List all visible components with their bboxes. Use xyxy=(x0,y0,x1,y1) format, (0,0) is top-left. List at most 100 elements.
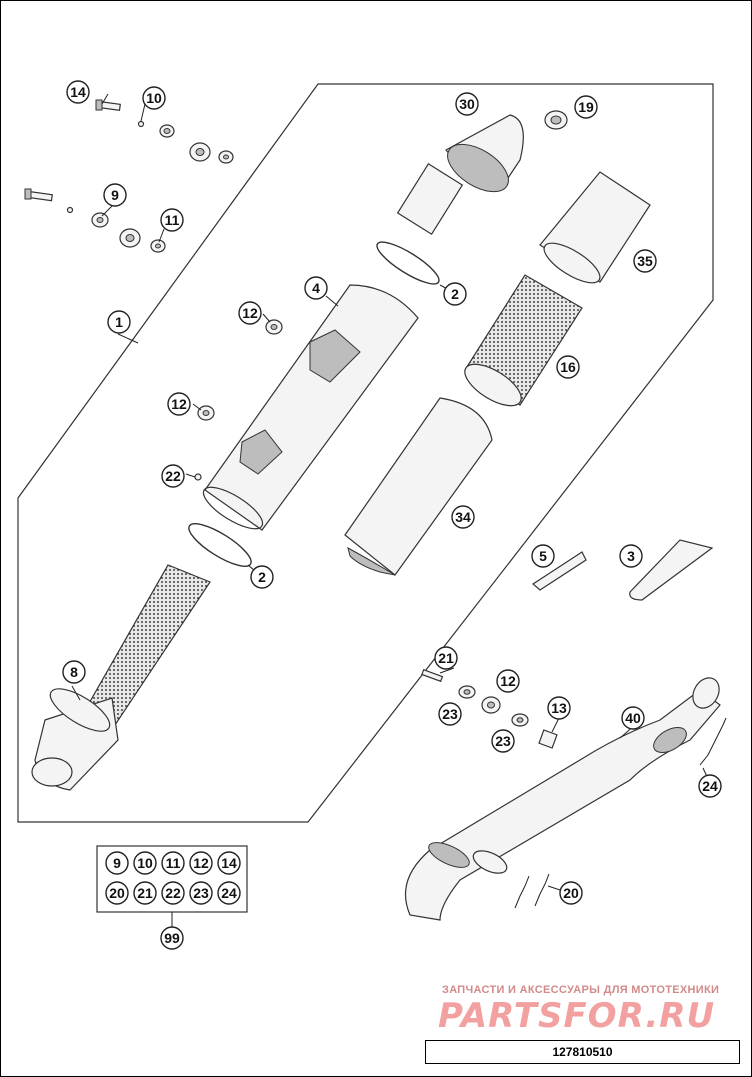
rubber-grommet-top xyxy=(189,142,211,162)
svg-text:99: 99 xyxy=(164,930,180,946)
washer-23b xyxy=(511,713,529,727)
svg-text:12: 12 xyxy=(193,855,209,871)
spring-24 xyxy=(699,717,727,766)
svg-text:20: 20 xyxy=(563,885,579,901)
spring-20b xyxy=(534,873,550,907)
svg-text:3: 3 xyxy=(627,548,635,564)
nut-11 xyxy=(150,239,166,253)
grommet-12c xyxy=(481,696,501,714)
kit-callout-21: 21 xyxy=(133,881,157,905)
mesh-insert-16 xyxy=(464,274,583,407)
callout-13: 13 xyxy=(547,696,571,720)
callout-23b: 23 xyxy=(491,729,515,753)
bolt-14 xyxy=(95,99,121,112)
svg-text:21: 21 xyxy=(438,650,454,666)
svg-text:34: 34 xyxy=(455,509,471,525)
nut-top xyxy=(218,150,234,164)
callout-1: 1 xyxy=(107,310,131,334)
kit-callout-20: 20 xyxy=(105,881,129,905)
callout-21: 21 xyxy=(434,646,458,670)
callout-35: 35 xyxy=(633,249,657,273)
svg-text:23: 23 xyxy=(193,885,209,901)
callout-12c: 12 xyxy=(496,669,520,693)
kit-callout-11: 11 xyxy=(161,851,185,875)
gasket-2-bottom xyxy=(188,523,252,567)
svg-text:24: 24 xyxy=(221,885,237,901)
svg-text:23: 23 xyxy=(442,706,458,722)
callout-40: 40 xyxy=(621,706,645,730)
svg-text:8: 8 xyxy=(70,664,78,680)
kit-callout-24: 24 xyxy=(217,881,241,905)
svg-text:24: 24 xyxy=(702,778,718,794)
svg-text:11: 11 xyxy=(166,855,181,871)
end-cone-8 xyxy=(31,564,211,791)
svg-text:5: 5 xyxy=(539,548,547,564)
svg-text:12: 12 xyxy=(500,673,516,689)
grommet-12b xyxy=(197,405,215,421)
callout-12a: 12 xyxy=(238,301,262,325)
svg-text:10: 10 xyxy=(146,90,162,106)
callout-10a: 10 xyxy=(142,86,166,110)
svg-text:14: 14 xyxy=(221,855,237,871)
grommet-12a xyxy=(265,319,283,335)
callout-3: 3 xyxy=(619,544,643,568)
silencer-housing-4 xyxy=(202,284,419,531)
rivet-22 xyxy=(194,473,202,481)
header-pipe-40 xyxy=(404,677,721,921)
bolt-21 xyxy=(421,668,444,683)
heat-shield-3 xyxy=(629,539,714,601)
svg-text:10: 10 xyxy=(137,855,153,871)
kit-callout-22: 22 xyxy=(161,881,185,905)
diagram-number: 127810510 xyxy=(425,1040,740,1064)
kit-callout-10: 10 xyxy=(133,851,157,875)
callout-22: 22 xyxy=(161,464,185,488)
callout-34: 34 xyxy=(451,505,475,529)
kit-callout-12: 12 xyxy=(189,851,213,875)
callout-16: 16 xyxy=(556,355,580,379)
svg-text:21: 21 xyxy=(137,885,153,901)
rubber-washer-top xyxy=(159,124,175,138)
svg-text:12: 12 xyxy=(242,305,258,321)
grommet-19 xyxy=(544,110,568,130)
callout-12b: 12 xyxy=(167,392,191,416)
svg-text:1: 1 xyxy=(115,314,123,330)
spring-20a xyxy=(514,875,530,909)
svg-text:20: 20 xyxy=(109,885,125,901)
rubber-grommet-lower xyxy=(119,228,141,248)
svg-text:14: 14 xyxy=(70,84,86,100)
callout-5: 5 xyxy=(531,544,555,568)
svg-text:4: 4 xyxy=(312,280,320,296)
watermark-logo: PARTSFOR.RU xyxy=(438,996,716,1036)
callout-20: 20 xyxy=(559,881,583,905)
washer-small xyxy=(66,206,74,214)
callout-11: 11 xyxy=(160,208,184,232)
svg-text:12: 12 xyxy=(171,396,187,412)
kit-callout-14: 14 xyxy=(217,851,241,875)
svg-text:16: 16 xyxy=(560,359,576,375)
inner-tube-34 xyxy=(344,397,493,576)
washer-10 xyxy=(137,120,145,128)
heat-shield-5 xyxy=(532,551,587,591)
svg-text:9: 9 xyxy=(111,187,119,203)
gasket-2-top xyxy=(376,241,440,285)
callout-24: 24 xyxy=(698,774,722,798)
svg-text:13: 13 xyxy=(551,700,567,716)
callout-99: 99 xyxy=(160,926,184,950)
callout-23a: 23 xyxy=(438,702,462,726)
bolt-lower xyxy=(24,188,53,202)
callout-2a: 2 xyxy=(443,282,467,306)
kit-callout-9: 9 xyxy=(105,851,129,875)
callout-9: 9 xyxy=(103,183,127,207)
svg-text:22: 22 xyxy=(165,885,181,901)
svg-text:11: 11 xyxy=(165,212,180,228)
callout-8: 8 xyxy=(62,660,86,684)
svg-text:35: 35 xyxy=(637,253,653,269)
callout-2b: 2 xyxy=(250,565,274,589)
clip-13 xyxy=(538,729,558,749)
callout-30: 30 xyxy=(455,92,479,116)
svg-text:9: 9 xyxy=(113,855,121,871)
svg-text:40: 40 xyxy=(625,710,641,726)
svg-text:23: 23 xyxy=(495,733,511,749)
kit-callout-23: 23 xyxy=(189,881,213,905)
